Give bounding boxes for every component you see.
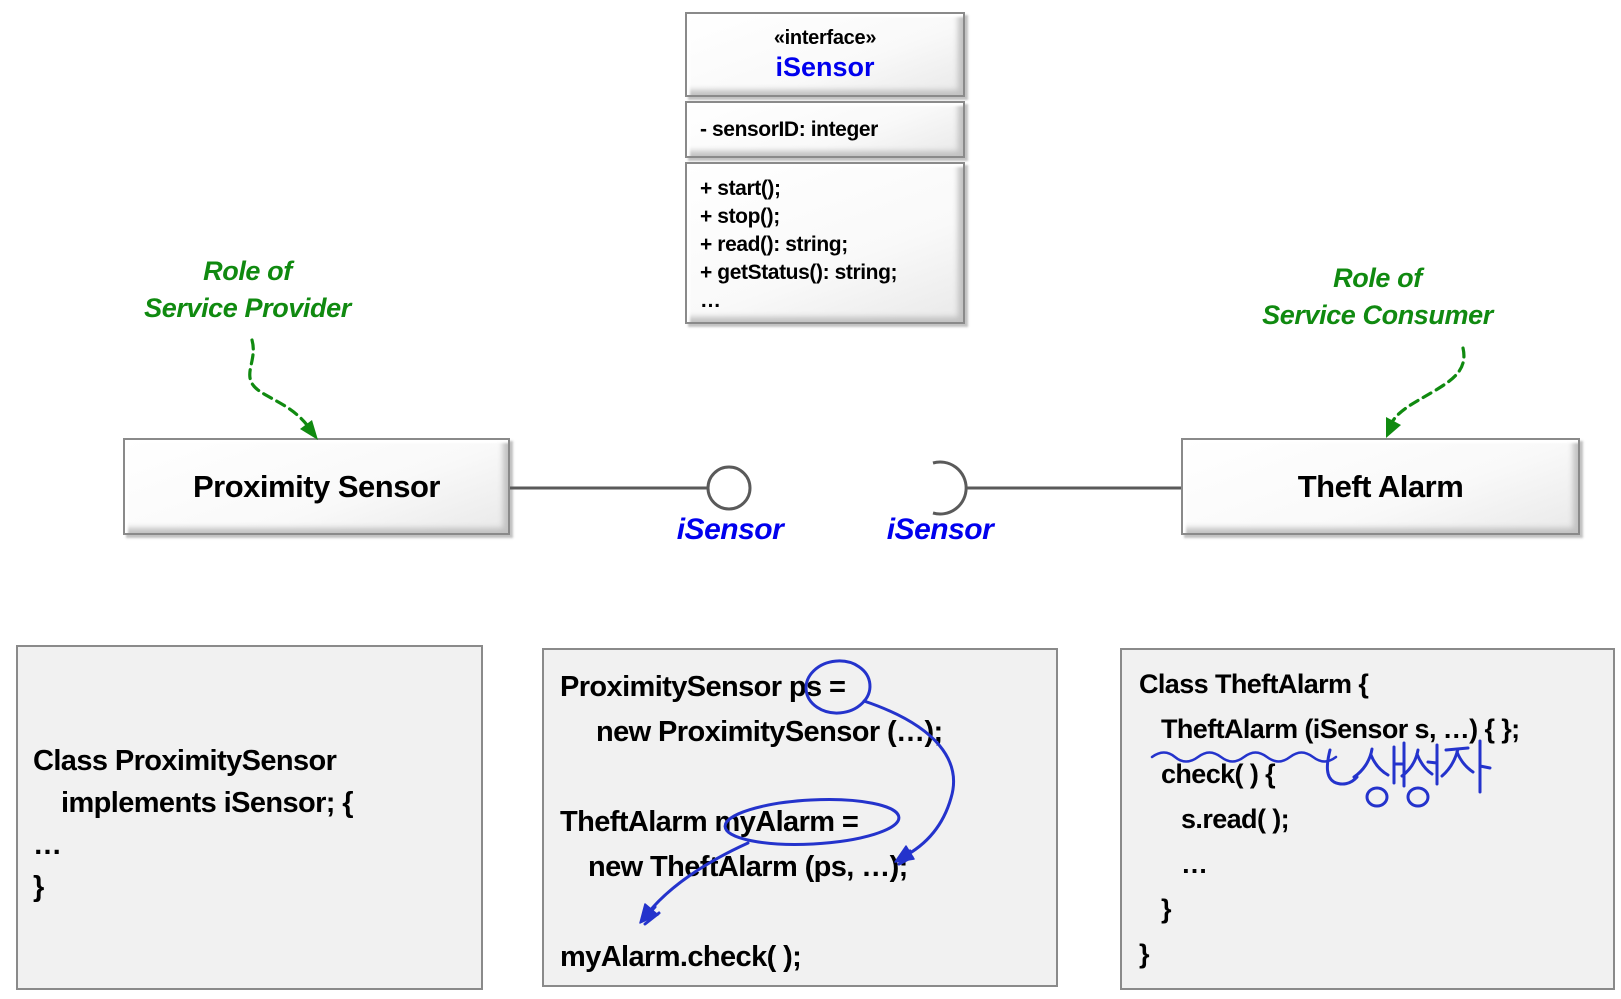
code-line: s.read( ); <box>1181 804 1290 834</box>
interface-operation: + read(): string; <box>700 233 848 256</box>
interface-name: iSensor <box>775 52 875 82</box>
interface-header-compartment: «interface» iSensor <box>685 12 965 97</box>
consumer-role-line1: Role of <box>1333 263 1422 293</box>
code-line: Class TheftAlarm { <box>1139 669 1369 699</box>
provider-role-line2: Service Provider <box>144 293 351 323</box>
provider-role-arrowhead-icon <box>300 420 318 440</box>
code-line: new ProximitySensor (…); <box>596 716 943 748</box>
code-line: check( ) { <box>1161 759 1276 789</box>
provider-component-name: Proximity Sensor <box>193 468 440 504</box>
required-interface-connector <box>932 460 1181 516</box>
consumer-role-label: Role of Service Consumer <box>1225 260 1530 334</box>
socket-icon <box>932 460 968 516</box>
code-line <box>560 890 1050 935</box>
provider-role-label: Role of Service Provider <box>90 253 405 327</box>
interface-attribute: - sensorID: integer <box>700 118 878 141</box>
interface-operation: + start(); <box>700 177 781 200</box>
code-line: TheftAlarm (iSensor s, …) { }; <box>1161 714 1520 744</box>
usage-code-panel: ProximitySensor ps = new ProximitySensor… <box>542 648 1058 987</box>
interface-stereotype: «interface» <box>773 27 877 49</box>
provider-role-line1: Role of <box>203 256 292 286</box>
code-line: ProximitySensor ps = <box>560 671 846 703</box>
code-line: … <box>33 829 62 861</box>
consumer-role-arrowhead-icon <box>1386 417 1401 438</box>
code-line: } <box>33 871 44 903</box>
code-line: new TheftAlarm (ps, …); <box>588 851 908 883</box>
code-line: } <box>1139 939 1150 969</box>
provided-interface-connector <box>510 465 752 511</box>
consumer-role-line2: Service Consumer <box>1262 300 1493 330</box>
provider-role-arrow <box>248 338 318 440</box>
code-line: myAlarm.check( ); <box>560 941 802 973</box>
provided-interface-label: iSensor <box>676 513 784 546</box>
interface-operation: + getStatus(): string; <box>700 261 898 284</box>
interface-operation: + stop(); <box>700 205 780 228</box>
required-interface-label: iSensor <box>886 513 994 546</box>
code-line: implements iSensor; { <box>61 787 354 819</box>
consumer-role-arrow <box>1386 346 1466 438</box>
code-line <box>560 755 1050 800</box>
provider-component-box: Proximity Sensor <box>123 438 510 535</box>
consumer-component-name: Theft Alarm <box>1297 468 1464 504</box>
code-line: … <box>1181 849 1208 879</box>
code-line: } <box>1161 894 1172 924</box>
consumer-component-box: Theft Alarm <box>1181 438 1580 535</box>
provider-code-panel: Class ProximitySensor implements iSensor… <box>16 645 483 990</box>
interface-operations-compartment: + start(); + stop(); + read(): string; +… <box>685 162 965 324</box>
interface-operation: … <box>700 289 721 312</box>
code-line: TheftAlarm myAlarm = <box>560 806 859 838</box>
interface-attributes-compartment: - sensorID: integer <box>685 101 965 158</box>
code-line: Class ProximitySensor <box>33 745 337 777</box>
lollipop-ball-icon <box>706 465 752 511</box>
consumer-code-panel: Class TheftAlarm { TheftAlarm (iSensor s… <box>1120 648 1615 990</box>
